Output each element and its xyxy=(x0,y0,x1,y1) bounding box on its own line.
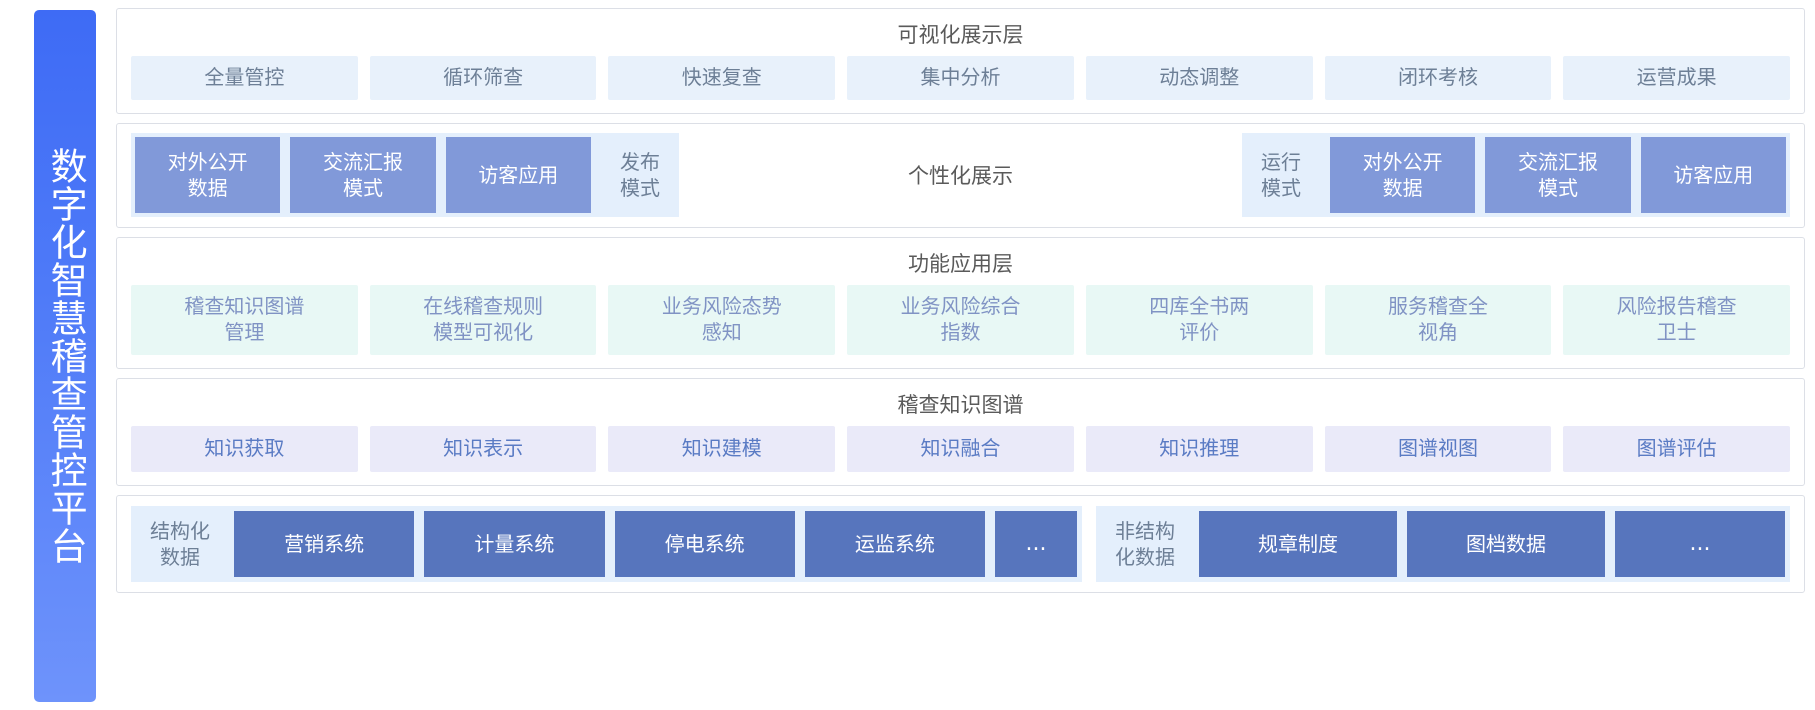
vis-item-1[interactable]: 循环筛查 xyxy=(369,56,597,100)
layer-visualization-items: 全量管控 循环筛查 快速复查 集中分析 动态调整 闭环考核 运营成果 xyxy=(117,56,1804,113)
structured-item-2[interactable]: 停电系统 xyxy=(614,511,795,577)
pers-left-item-1[interactable]: 交流汇报模式 xyxy=(290,137,436,213)
layer-knowledge-graph-items: 知识获取 知识表示 知识建模 知识融合 知识推理 图谱视图 图谱评估 xyxy=(117,426,1804,485)
kg-item-4[interactable]: 知识推理 xyxy=(1085,426,1313,472)
layer-personalized-title: 个性化展示 xyxy=(679,133,1242,217)
layer-visualization-title: 可视化展示层 xyxy=(897,23,1024,47)
vis-item-6[interactable]: 运营成果 xyxy=(1563,56,1791,100)
kg-item-5[interactable]: 图谱视图 xyxy=(1324,426,1552,472)
pers-right-item-1[interactable]: 对外公开数据 xyxy=(1330,137,1476,213)
func-item-4[interactable]: 四库全书两评价 xyxy=(1085,285,1313,355)
func-item-3[interactable]: 业务风险综合指数 xyxy=(847,285,1074,355)
vis-item-0[interactable]: 全量管控 xyxy=(131,56,358,100)
vis-item-5[interactable]: 闭环考核 xyxy=(1324,56,1552,100)
pers-right-item-3[interactable]: 访客应用 xyxy=(1640,137,1786,213)
layer-knowledge-graph: 稽查知识图谱 知识获取 知识表示 知识建模 知识融合 知识推理 图谱视图 图谱评… xyxy=(116,378,1805,486)
func-item-6[interactable]: 风险报告稽查卫士 xyxy=(1563,285,1791,355)
pers-right-item-0[interactable]: 运行模式 xyxy=(1261,150,1301,200)
unstructured-data-label: 非结构化数据 xyxy=(1115,519,1175,569)
structured-item-more[interactable]: ... xyxy=(995,511,1077,577)
unstructured-item-0[interactable]: 规章制度 xyxy=(1199,511,1397,577)
personalized-right-group: 运行模式 对外公开数据 交流汇报模式 访客应用 xyxy=(1242,133,1790,217)
layer-function: 功能应用层 稽查知识图谱管理 在线稽查规则模型可视化 业务风险态势感知 业务风险… xyxy=(116,237,1805,369)
vis-item-3[interactable]: 集中分析 xyxy=(847,56,1074,100)
layer-stack: 可视化展示层 全量管控 循环筛查 快速复查 集中分析 动态调整 闭环考核 运营成… xyxy=(116,8,1805,700)
kg-item-1[interactable]: 知识表示 xyxy=(369,426,597,472)
structured-data-label: 结构化数据 xyxy=(150,519,210,569)
pers-left-item-3[interactable]: 发布模式 xyxy=(619,150,660,200)
structured-data-group: 结构化数据 营销系统 计量系统 停电系统 运监系统 ... xyxy=(131,506,1082,582)
layer-visualization: 可视化展示层 全量管控 循环筛查 快速复查 集中分析 动态调整 闭环考核 运营成… xyxy=(116,8,1805,114)
layer-function-items: 稽查知识图谱管理 在线稽查规则模型可视化 业务风险态势感知 业务风险综合指数 四… xyxy=(117,285,1804,368)
platform-sidebar: 数字化智慧稽查管控平台 xyxy=(34,10,96,702)
unstructured-data-group: 非结构化数据 规章制度 图档数据 ... xyxy=(1096,506,1790,582)
kg-item-3[interactable]: 知识融合 xyxy=(847,426,1074,472)
func-item-5[interactable]: 服务稽查全视角 xyxy=(1324,285,1552,355)
pers-left-item-2[interactable]: 访客应用 xyxy=(445,137,591,213)
unstructured-item-more[interactable]: ... xyxy=(1615,511,1785,577)
layer-personalized: 对外公开数据 交流汇报模式 访客应用 发布模式 个性化展示 运行模式 对外公开数… xyxy=(116,123,1805,228)
vis-item-4[interactable]: 动态调整 xyxy=(1085,56,1313,100)
pers-left-item-0[interactable]: 对外公开数据 xyxy=(135,137,281,213)
func-item-0[interactable]: 稽查知识图谱管理 xyxy=(131,285,358,355)
layer-data-sources: 结构化数据 营销系统 计量系统 停电系统 运监系统 ... 非结构化数据 规章制… xyxy=(116,495,1805,593)
unstructured-item-1[interactable]: 图档数据 xyxy=(1407,511,1605,577)
layer-function-title: 功能应用层 xyxy=(908,252,1013,276)
kg-item-2[interactable]: 知识建模 xyxy=(608,426,836,472)
layer-knowledge-graph-title: 稽查知识图谱 xyxy=(897,393,1024,417)
structured-item-3[interactable]: 运监系统 xyxy=(804,511,985,577)
func-item-2[interactable]: 业务风险态势感知 xyxy=(608,285,836,355)
structured-item-1[interactable]: 计量系统 xyxy=(424,511,605,577)
personalized-left-group: 对外公开数据 交流汇报模式 访客应用 发布模式 xyxy=(131,133,679,217)
vis-item-2[interactable]: 快速复查 xyxy=(608,56,836,100)
kg-item-0[interactable]: 知识获取 xyxy=(131,426,358,472)
kg-item-6[interactable]: 图谱评估 xyxy=(1563,426,1791,472)
pers-right-item-2[interactable]: 交流汇报模式 xyxy=(1485,137,1631,213)
platform-title: 数字化智慧稽查管控平台 xyxy=(44,147,88,565)
structured-item-0[interactable]: 营销系统 xyxy=(234,511,415,577)
func-item-1[interactable]: 在线稽查规则模型可视化 xyxy=(369,285,597,355)
